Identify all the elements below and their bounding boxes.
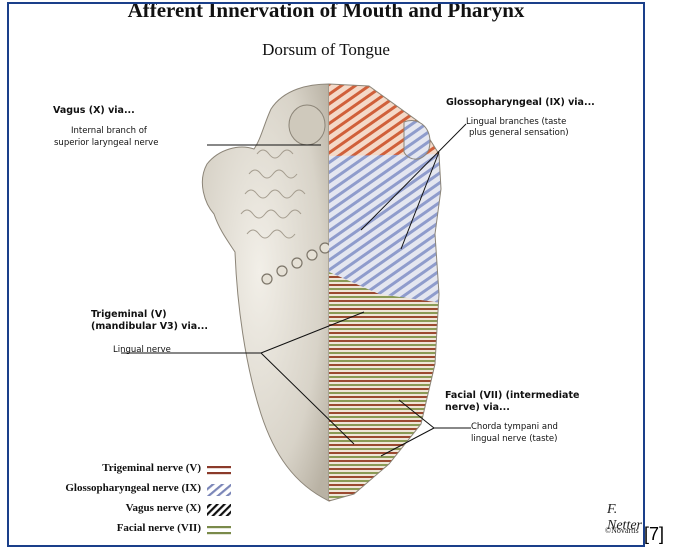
novartis-mark: ©Novartis — [605, 526, 639, 535]
legend-swatch-trigeminal — [207, 464, 231, 476]
facial-subtext-1: Chorda tympani and — [471, 422, 558, 433]
glossopharyngeal-subtext-2: plus general sensation) — [469, 128, 569, 139]
facial-heading-1: Facial (VII) (intermediate — [445, 390, 579, 401]
trigeminal-heading-2: (mandibular V3) via... — [91, 321, 208, 332]
trigeminal-heading-1: Trigeminal (V) — [91, 309, 167, 320]
facial-heading-2: nerve) via... — [445, 402, 510, 413]
region-vagus — [329, 79, 449, 156]
figure-frame: Afferent Innervation of Mouth and Pharyn… — [7, 2, 645, 547]
reference-number: [7] — [644, 524, 664, 545]
vagus-subtext-2: superior laryngeal nerve — [54, 138, 158, 149]
glossopharyngeal-subtext-1: Lingual branches (taste — [466, 117, 566, 128]
tongue-left-half — [202, 84, 329, 501]
legend-label-glossopharyngeal: Glossopharyngeal nerve (IX) — [7, 482, 201, 494]
legend-swatch-glossopharyngeal — [207, 484, 231, 496]
vagus-heading: Vagus (X) via... — [53, 105, 135, 116]
legend-label-trigeminal: Trigeminal nerve (V) — [7, 462, 201, 474]
glossopharyngeal-heading: Glossopharyngeal (IX) via... — [446, 97, 595, 108]
vagus-subtext-1: Internal branch of — [71, 126, 147, 137]
legend-label-facial: Facial nerve (VII) — [7, 522, 201, 534]
legend-swatch-vagus — [207, 504, 231, 516]
palatine-lobe — [404, 121, 430, 160]
legend-label-vagus: Vagus nerve (X) — [7, 502, 201, 514]
trigeminal-subtext: Lingual nerve — [113, 345, 171, 356]
facial-subtext-2: lingual nerve (taste) — [471, 434, 557, 445]
legend-swatch-facial — [207, 524, 231, 536]
